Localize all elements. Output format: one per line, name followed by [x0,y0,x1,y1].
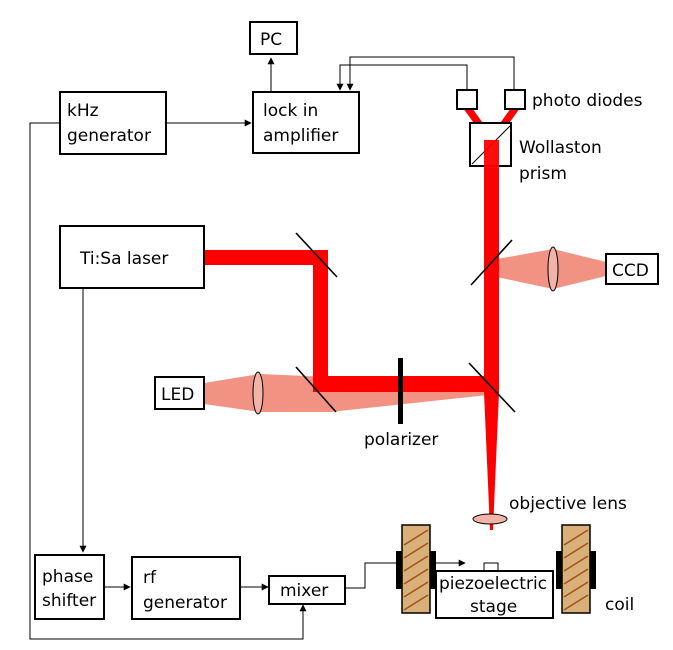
photo-diodes-label: photo diodes [532,91,643,111]
phase-shifter-label-2: shifter [42,591,96,611]
laser-beam [204,108,520,530]
stage-label-1: piezoelectric [439,574,547,594]
pc-label: PC [260,30,282,50]
photo-diode-right [504,89,526,110]
coil-left [396,524,436,614]
khz-generator-box: kHz generator [59,91,167,155]
mixer-box: mixer [268,575,346,605]
coil-label: coil [605,595,634,615]
rf-generator-box: rf generator [131,556,241,620]
laser-beam-vertical-2 [484,168,499,392]
rf-generator-label-2: generator [143,593,227,613]
laser-beam-vertical-1 [313,250,328,390]
objective-lens [472,513,508,525]
wire-diode-left-to-lockin [336,64,468,91]
photo-diode-left [456,89,478,110]
mirror-2 [295,366,337,413]
piezoelectric-stage-box: piezoelectric stage [435,570,554,619]
ccd-lens [547,246,559,292]
laser-beam-focus [484,392,499,530]
beamsplitter-led [468,362,516,413]
wollaston-prism-label-1: Wollaston [519,138,602,158]
wire-khz-to-mixer [29,122,307,640]
wire-diode-right-to-lockin [346,56,515,91]
stage-label-2: stage [470,597,517,617]
ccd-box: CCD [605,253,659,285]
led-label: LED [161,385,194,405]
sample [483,562,499,572]
rf-generator-label-1: rf [143,568,157,588]
phase-shifter-label-1: phase [42,567,93,587]
laser-beam-prism [484,140,499,168]
laser-beam-horizontal-1 [204,250,328,265]
polarizer-plate [398,358,403,424]
mixer-label: mixer [280,581,328,601]
led-lens [252,371,264,415]
wollaston-prism-label-2: prism [519,164,567,184]
coil-right [556,524,596,614]
led-light-cone-left [204,374,260,412]
laser-beam-horizontal-2 [313,376,498,392]
mirror-1 [295,232,338,278]
lock-in-label-1: lock in [263,101,318,121]
polarizer-label: polarizer [364,430,438,450]
pc-box: PC [249,21,298,55]
led-box: LED [154,376,205,410]
phase-shifter-box: phase shifter [34,554,105,620]
beamsplitter-ccd [470,239,513,286]
lock-in-label-2: amplifier [263,126,338,146]
ccd-label: CCD [612,261,649,281]
tisa-laser-box: Ti:Sa laser [59,225,205,289]
lock-in-amplifier-box: lock in amplifier [252,91,360,154]
tisa-laser-label: Ti:Sa laser [79,249,168,269]
khz-generator-label-1: kHz [67,101,99,121]
khz-generator-label-2: generator [67,126,151,146]
objective-lens-label: objective lens [509,494,627,514]
